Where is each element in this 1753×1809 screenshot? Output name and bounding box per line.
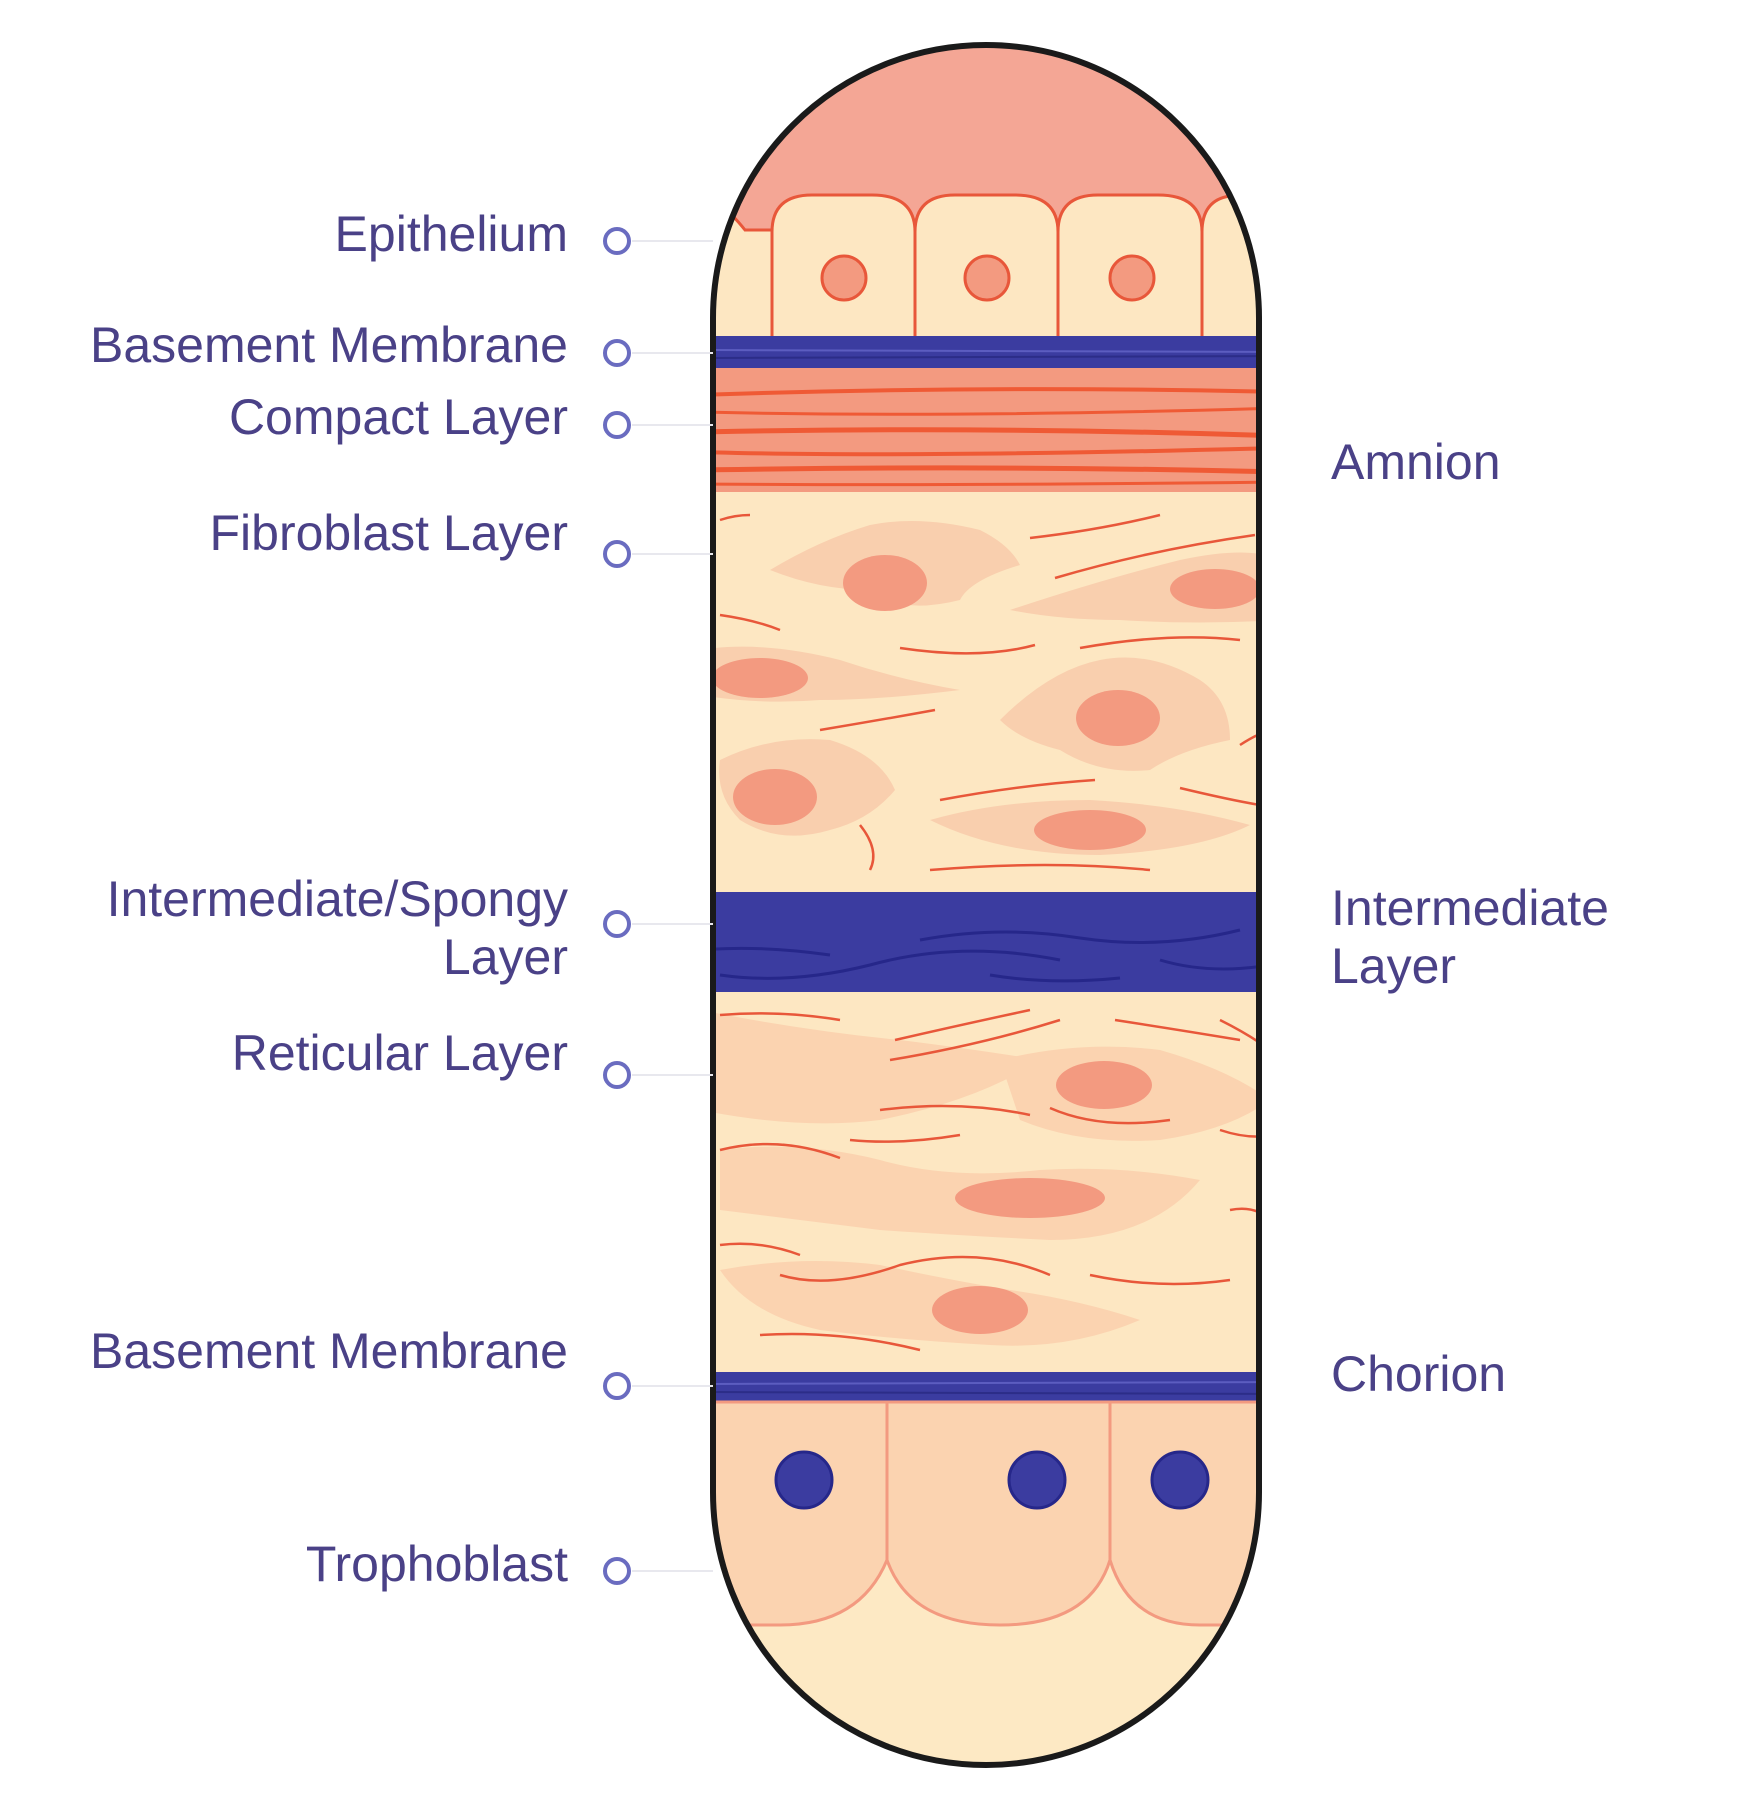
label-intermediate-layer-line-2: Layer [1331, 938, 1457, 994]
label-basement-membrane-top: Basement Membrane [89, 317, 568, 373]
marker-reticular-layer [603, 1061, 631, 1089]
label-intermediate-spongy-line-1: Intermediate/Spongy [106, 871, 568, 927]
fibroblast-cells [713, 521, 1259, 855]
membrane-capsule [713, 45, 1259, 1765]
marker-trophoblast [603, 1557, 631, 1585]
label-epithelium: Epithelium [334, 206, 568, 262]
trophoblast-nucleus [1150, 1450, 1210, 1510]
capsule-outline [710, 42, 1262, 1768]
label-chorion: Chorion [1331, 1346, 1507, 1402]
marker-basement-membrane-top [603, 339, 631, 367]
label-intermediate-spongy-line-2: Layer [442, 929, 568, 985]
label-basement-membrane-bottom: Basement Membrane [89, 1323, 568, 1379]
label-intermediate-layer-line-1: Intermediate [1331, 880, 1609, 936]
label-compact-layer: Compact Layer [228, 389, 568, 445]
epithelium-cells [713, 193, 1259, 342]
marker-epithelium [603, 227, 631, 255]
trophoblast-cells [713, 1400, 1259, 1627]
nucleus [963, 254, 1011, 302]
basement-membrane-bottom [713, 1372, 1259, 1402]
marker-compact-layer [603, 411, 631, 439]
marker-fibroblast-layer [603, 540, 631, 568]
trophoblast-nucleus [1007, 1450, 1067, 1510]
label-reticular-layer: Reticular Layer [231, 1025, 568, 1081]
label-fibroblast-layer: Fibroblast Layer [209, 505, 569, 561]
trophoblast-nucleus [774, 1450, 834, 1510]
label-intermediate-spongy-layer: Intermediate/Spongy Layer [107, 870, 568, 986]
reticular-cells [713, 1010, 1259, 1346]
reticular-fibers [719, 1008, 1259, 1352]
marker-basement-membrane-bottom [603, 1372, 631, 1400]
label-intermediate-layer: Intermediate Layer [1331, 879, 1609, 995]
compact-layer-fibers [713, 387, 1259, 487]
label-amnion: Amnion [1331, 434, 1501, 490]
marker-intermediate-spongy [603, 910, 631, 938]
fibroblast-fibers [719, 513, 1259, 872]
nucleus [1108, 254, 1156, 302]
nucleus [820, 254, 868, 302]
label-markers [603, 227, 713, 1585]
label-trophoblast: Trophoblast [305, 1536, 568, 1592]
